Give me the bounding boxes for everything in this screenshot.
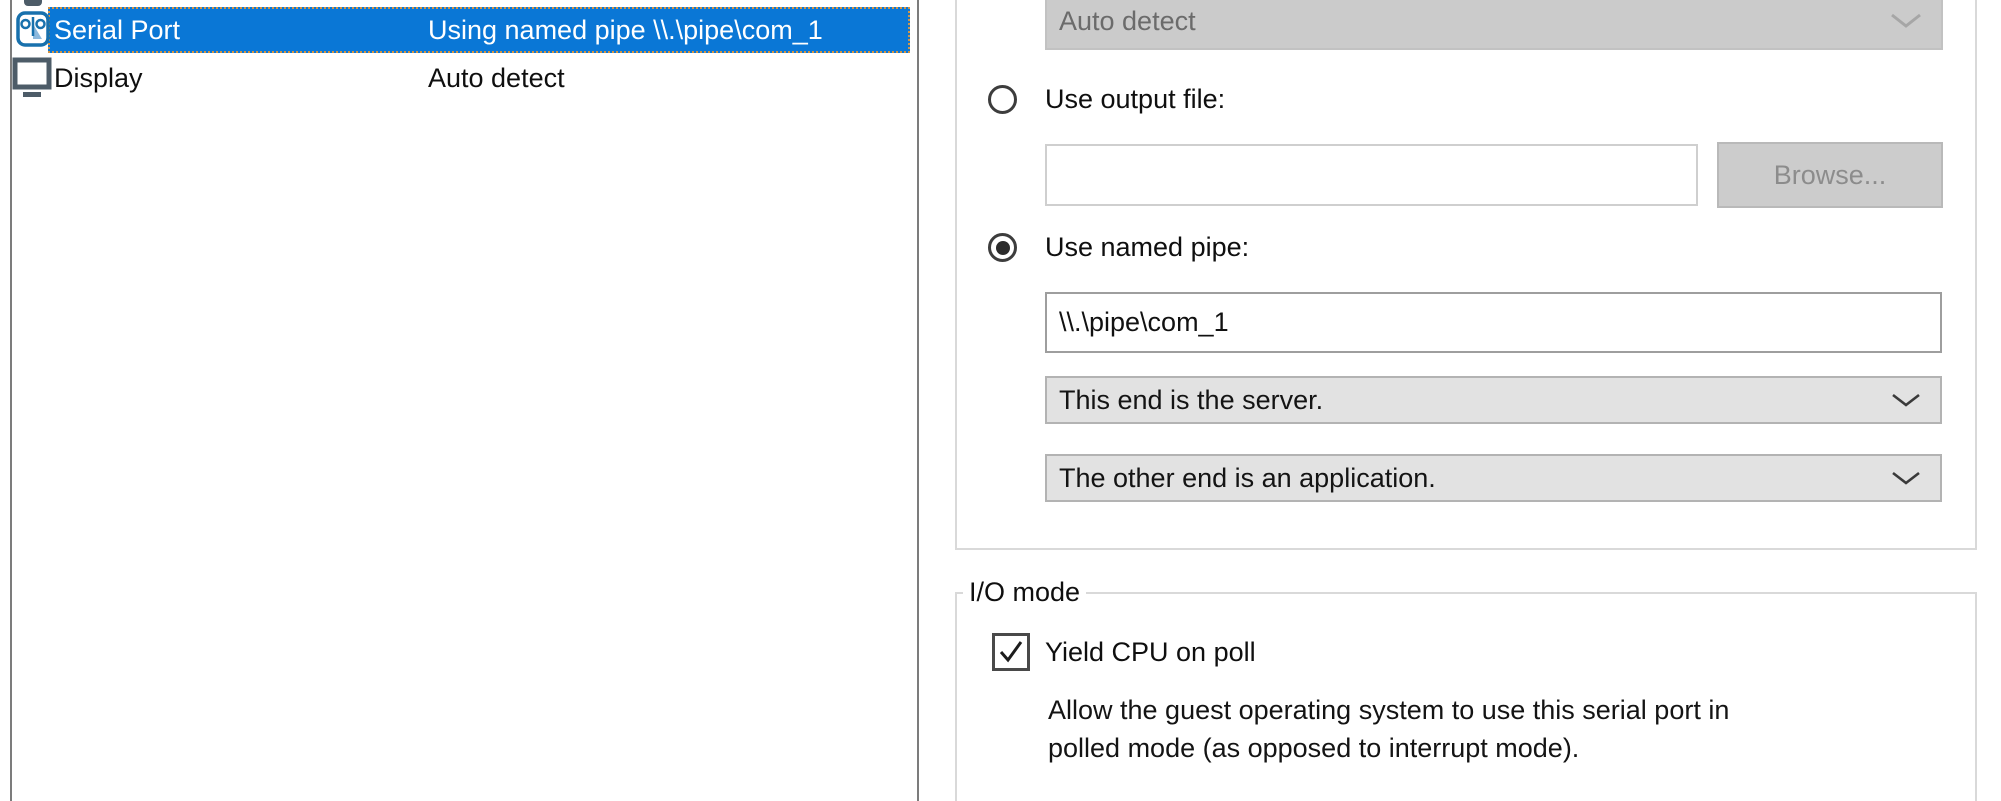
yield-cpu-checkbox[interactable] [992,633,1030,671]
physical-serial-port-select[interactable]: Auto detect [1045,0,1943,50]
io-mode-group-title: I/O mode [963,576,1087,608]
output-file-input[interactable] [1045,144,1698,206]
chevron-down-icon [1890,470,1922,487]
yield-cpu-description-line2: polled mode (as opposed to interrupt mod… [1048,733,1580,763]
device-row-display-name[interactable]: Display [54,63,143,93]
io-mode-groupbox [955,592,1977,801]
use-named-pipe-label[interactable]: Use named pipe: [1045,232,1250,262]
previous-device-icon-partial [24,0,42,6]
output-file-input-wrap [1045,144,1698,206]
device-list-right-border [917,0,919,801]
use-output-file-radio[interactable] [988,85,1017,114]
chevron-down-icon [1890,392,1922,409]
pipe-this-end-value: This end is the server. [1059,384,1324,415]
yield-cpu-description-line1: Allow the guest operating system to use … [1048,695,1730,725]
browse-button[interactable]: Browse... [1717,142,1943,208]
connection-groupbox [955,0,1977,550]
check-mark-icon [997,639,1025,665]
display-icon [12,57,52,99]
named-pipe-input-wrap [1045,292,1942,353]
serial-port-icon [16,11,50,47]
device-list-left-border [10,0,12,801]
named-pipe-input[interactable] [1045,292,1942,353]
device-row-serial-port-summary[interactable]: Using named pipe \\.\pipe\com_1 [428,15,823,45]
physical-serial-port-value: Auto detect [1059,5,1196,36]
pipe-other-end-value: The other end is an application. [1059,462,1436,493]
chevron-down-icon [1889,12,1923,30]
browse-button-label: Browse... [1773,159,1887,190]
device-row-serial-port-selection[interactable] [48,7,910,53]
device-row-display-summary[interactable]: Auto detect [428,63,565,93]
use-output-file-label[interactable]: Use output file: [1045,84,1226,114]
use-named-pipe-radio[interactable] [988,233,1017,262]
pipe-this-end-select[interactable]: This end is the server. [1045,376,1942,424]
yield-cpu-label[interactable]: Yield CPU on poll [1045,637,1256,667]
pipe-other-end-select[interactable]: The other end is an application. [1045,454,1942,502]
device-row-serial-port-name[interactable]: Serial Port [54,15,181,45]
